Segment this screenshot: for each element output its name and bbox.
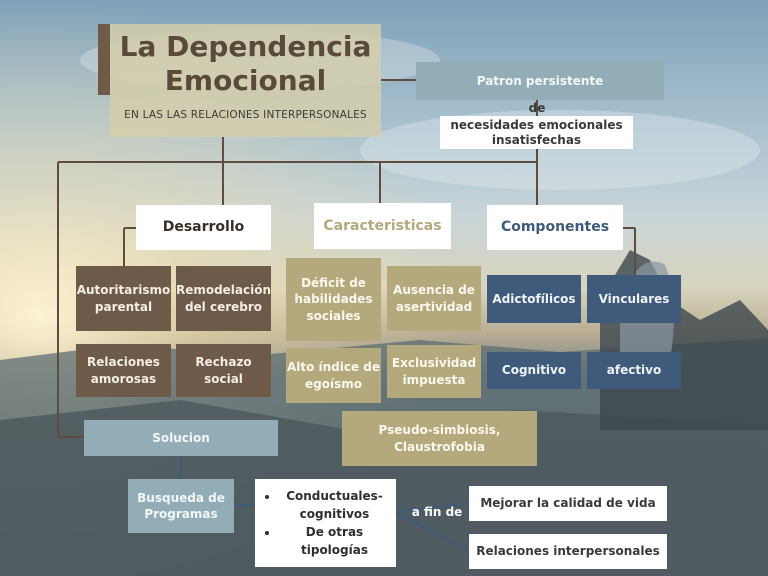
desarrollo-item: Remodelación del cerebro [176, 266, 271, 331]
page-subtitle: EN LAS LAS RELACIONES INTERPERSONALES [124, 109, 367, 121]
componentes-item: afectivo [587, 352, 681, 389]
solution-node: Solucion [84, 420, 278, 456]
definition-body-node: necesidades emocionales insatisfechas [440, 116, 633, 149]
caracteristicas-item: Ausencia de asertividad [387, 266, 481, 331]
componentes-item: Vinculares [587, 275, 681, 323]
desarrollo-item: Rechazo social [176, 344, 271, 397]
desarrollo-item: Relaciones amorosas [76, 344, 171, 397]
desarrollo-item: Autoritarismo parental [76, 266, 171, 331]
goal-connector: a fin de [411, 505, 463, 519]
definition-connector: de [528, 101, 546, 115]
caracteristicas-item: Alto índice de egoísmo [286, 348, 381, 403]
goal-node: Relaciones interpersonales [469, 534, 667, 569]
branch-desarrollo: Desarrollo [136, 205, 271, 250]
caracteristicas-item: Exclusividad impuesta [387, 345, 481, 398]
componentes-item: Cognitivo [487, 352, 581, 389]
caracteristicas-item: Déficit de habilidades sociales [286, 258, 381, 341]
program-item: De otras tipologías [279, 523, 390, 559]
caracteristicas-item: Pseudo-simbiosis, Claustrofobia [342, 411, 537, 466]
goal-node: Mejorar la calidad de vida [469, 486, 667, 521]
search-programs-node: Busqueda de Programas [128, 479, 234, 533]
program-item: Conductuales-cognitivos [279, 487, 390, 523]
title-box [110, 24, 381, 137]
branch-componentes: Componentes [487, 205, 623, 250]
page-title: La Dependencia Emocional [119, 30, 372, 97]
branch-caracteristicas: Caracteristicas [314, 203, 451, 249]
title-accent-bar [98, 24, 110, 95]
programs-list-box: Conductuales-cognitivos De otras tipolog… [255, 479, 396, 567]
definition-head-node: Patron persistente [416, 62, 664, 100]
componentes-item: Adictofílicos [487, 275, 581, 323]
